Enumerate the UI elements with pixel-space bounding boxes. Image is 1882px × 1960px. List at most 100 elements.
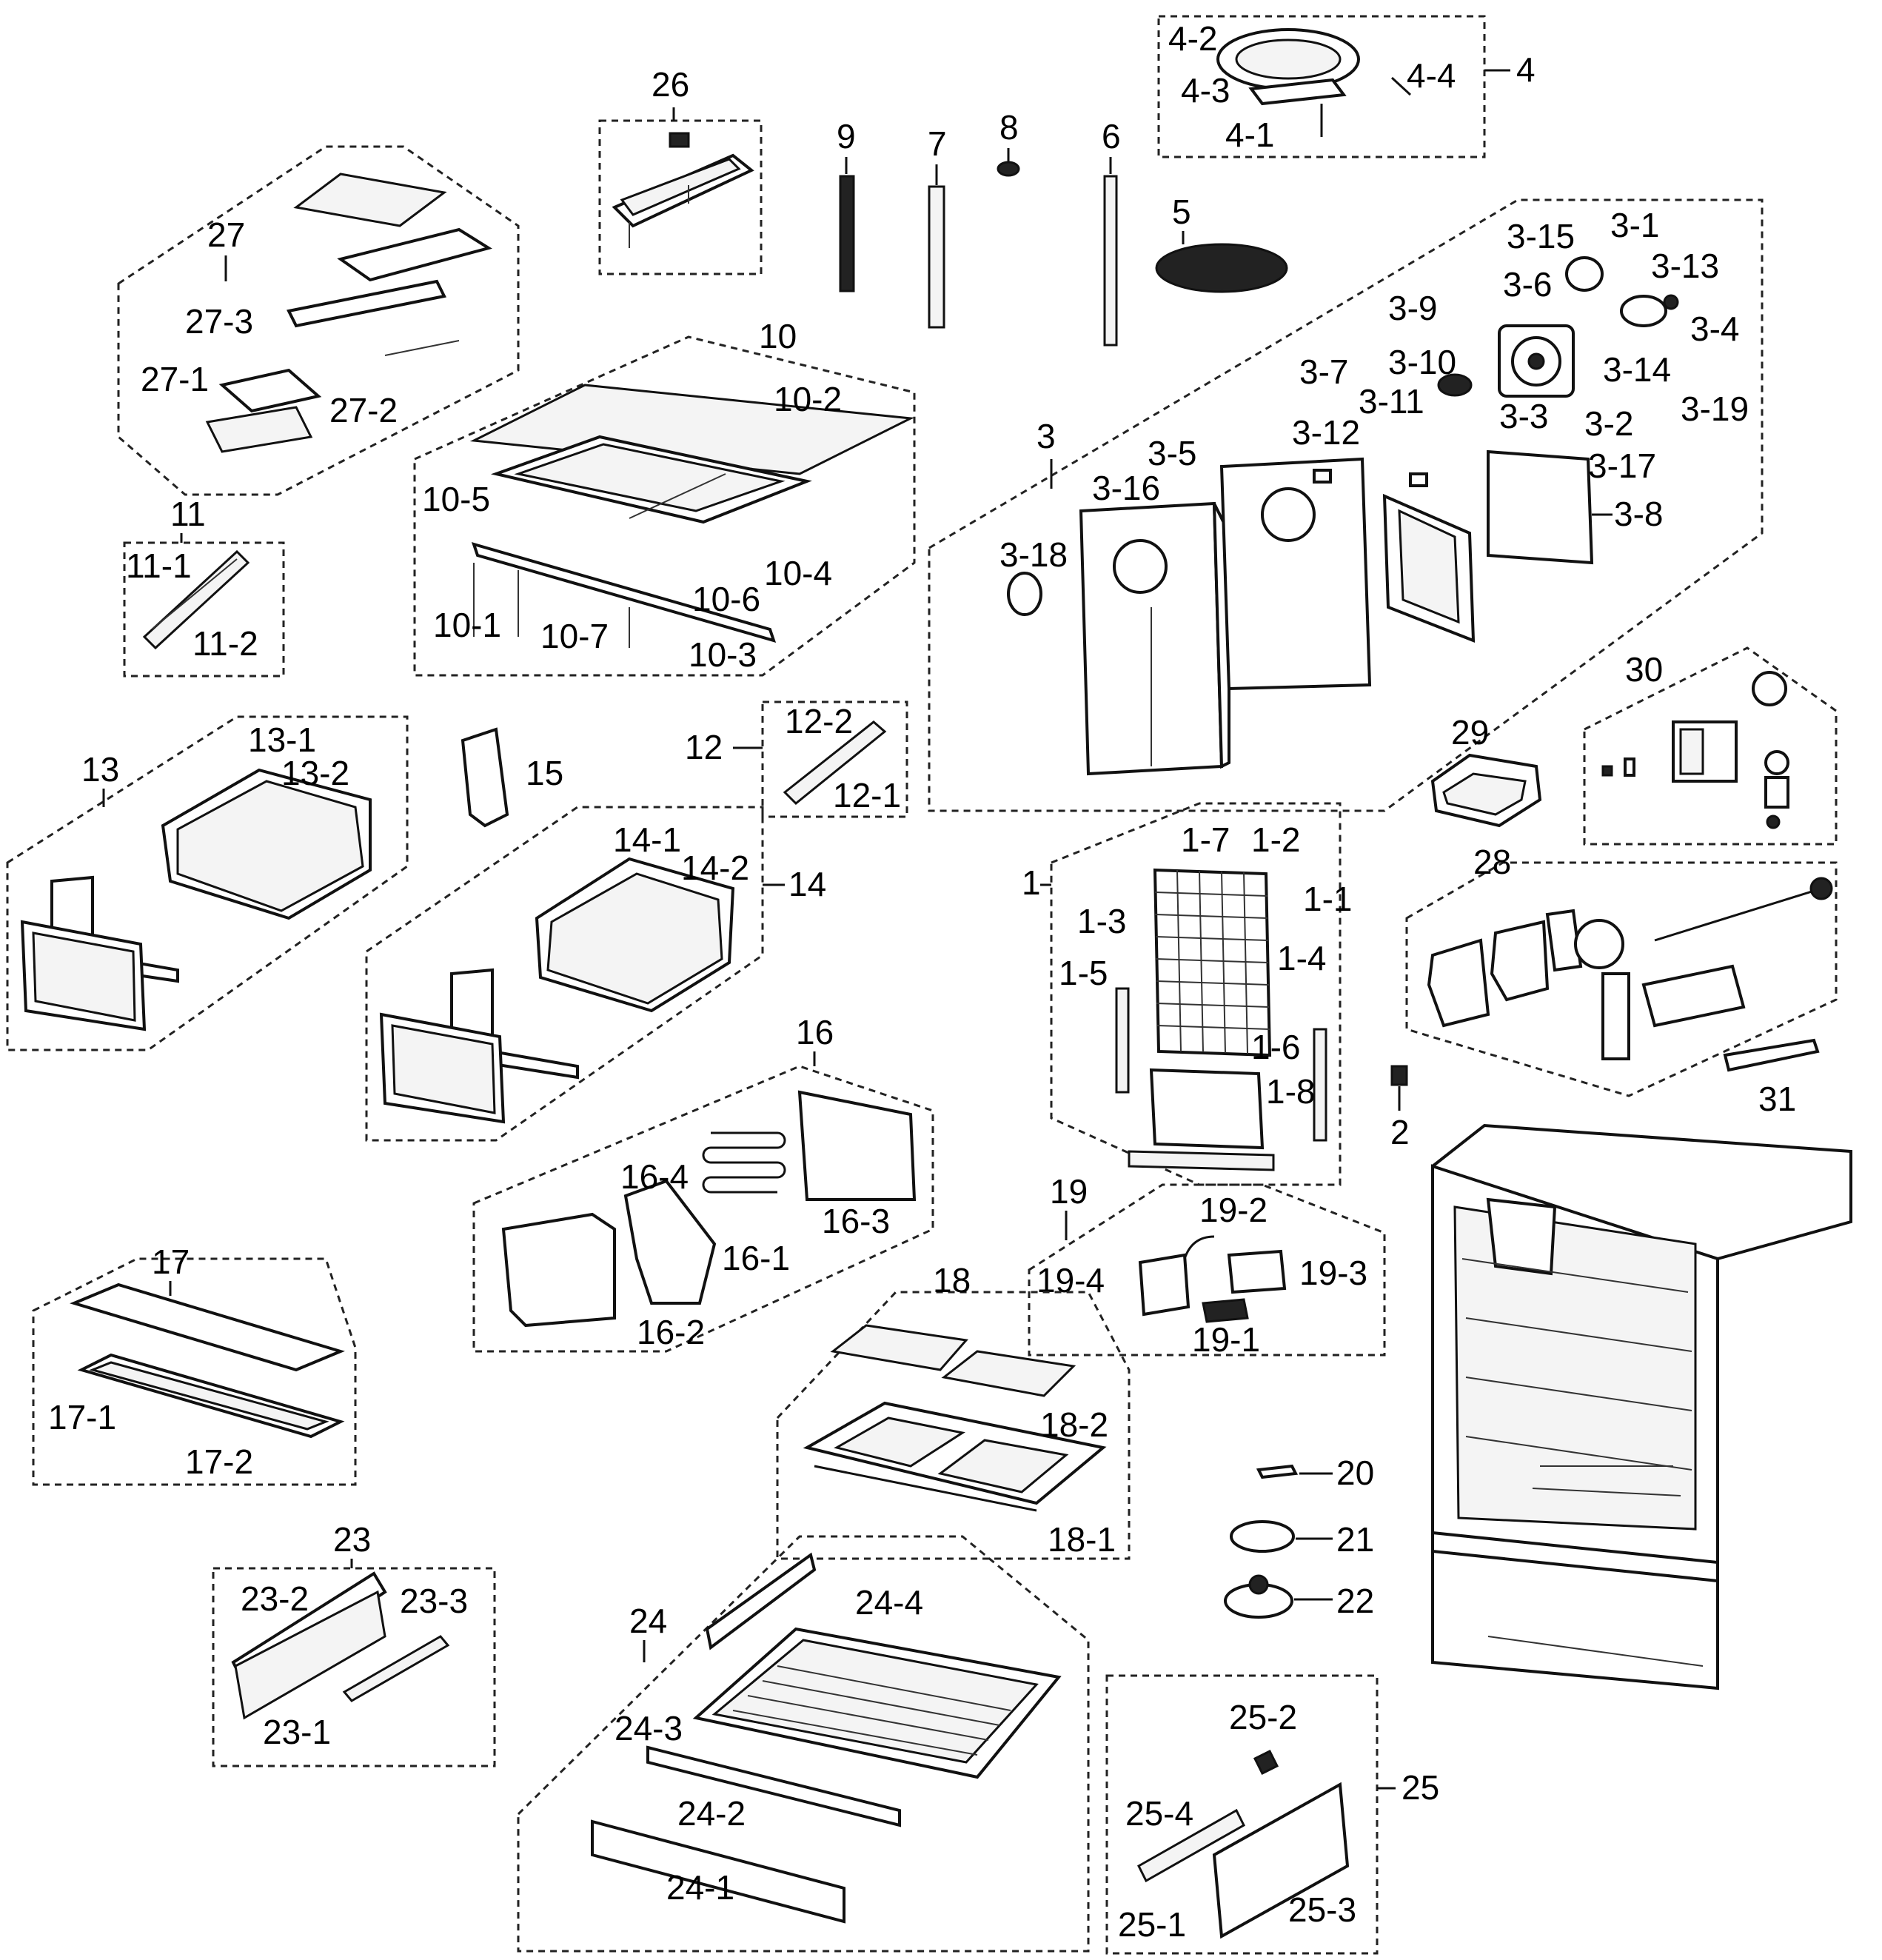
group-1: 1 1-7 1-2 1-3 1-1 1-4 1-5 1-6 1-8 xyxy=(1022,802,1352,1186)
label-10-5: 10-5 xyxy=(422,480,490,518)
label-10: 10 xyxy=(759,317,797,355)
label-13: 13 xyxy=(81,750,119,789)
label-11: 11 xyxy=(170,495,206,533)
group-19: 19 19-2 19-3 19-4 19-1 xyxy=(1028,1172,1386,1359)
parts-9-5: 9 7 8 6 5 xyxy=(837,108,1288,347)
label-2: 2 xyxy=(1390,1113,1410,1151)
label-29: 29 xyxy=(1451,713,1489,752)
label-1-6: 1-6 xyxy=(1251,1028,1300,1066)
label-19-1: 19-1 xyxy=(1192,1320,1260,1359)
label-10-3: 10-3 xyxy=(689,635,757,674)
label-1-5: 1-5 xyxy=(1059,954,1108,992)
label-3-5: 3-5 xyxy=(1148,434,1196,472)
group-25: 25-2 25-4 25 25-1 25-3 xyxy=(1105,1674,1439,1955)
label-25: 25 xyxy=(1402,1768,1439,1807)
label-3-2: 3-2 xyxy=(1584,404,1633,443)
label-18-2: 18-2 xyxy=(1040,1405,1108,1444)
label-6: 6 xyxy=(1102,117,1121,155)
label-18-1: 18-1 xyxy=(1048,1520,1116,1559)
label-31: 31 xyxy=(1758,1080,1796,1118)
group-27: 27 27-3 27-1 27-2 xyxy=(117,145,520,496)
label-4: 4 xyxy=(1516,50,1536,89)
label-18: 18 xyxy=(933,1261,971,1300)
label-7: 7 xyxy=(928,124,947,163)
label-14-1: 14-1 xyxy=(613,820,681,859)
label-23-1: 23-1 xyxy=(263,1713,331,1751)
label-22: 22 xyxy=(1336,1582,1374,1620)
group-11: 11 11-1 11-2 xyxy=(123,495,285,678)
evaporator-grid xyxy=(1154,869,1270,1054)
label-14: 14 xyxy=(788,865,826,903)
group-10: 10 10-2 10-5 10-4 10-6 10-1 10-7 10-3 xyxy=(413,317,916,677)
label-3-1: 3-1 xyxy=(1610,206,1659,244)
label-1-8: 1-8 xyxy=(1266,1072,1315,1111)
label-3: 3 xyxy=(1037,417,1056,455)
label-13-2: 13-2 xyxy=(281,754,349,792)
label-3-4: 3-4 xyxy=(1690,310,1739,348)
part-31: 31 xyxy=(1723,1038,1820,1118)
group-3: 3 3-15 3-1 3-13 3-6 3-9 3-4 3-7 3-10 3-1… xyxy=(928,198,1764,812)
label-12-2: 12-2 xyxy=(785,702,853,740)
label-23-2: 23-2 xyxy=(241,1579,309,1618)
label-3-15: 3-15 xyxy=(1507,217,1575,255)
label-3-13: 3-13 xyxy=(1651,247,1719,285)
label-19-3: 19-3 xyxy=(1299,1254,1367,1292)
label-25-4: 25-4 xyxy=(1125,1794,1193,1833)
group-30: 30 xyxy=(1583,646,1838,846)
label-9: 9 xyxy=(837,117,856,155)
label-13-1: 13-1 xyxy=(248,720,316,759)
label-3-16: 3-16 xyxy=(1092,469,1160,507)
label-20: 20 xyxy=(1336,1454,1374,1492)
parts-20-22: 20 21 22 xyxy=(1224,1454,1374,1620)
label-4-4: 4-4 xyxy=(1407,56,1456,95)
label-12-1: 12-1 xyxy=(833,776,901,815)
group-26: 26 xyxy=(598,65,763,275)
label-17-2: 17-2 xyxy=(185,1442,253,1481)
label-19: 19 xyxy=(1050,1172,1088,1211)
label-16: 16 xyxy=(796,1013,834,1051)
label-4-3: 4-3 xyxy=(1181,71,1230,110)
label-24: 24 xyxy=(629,1602,667,1640)
label-3-10: 3-10 xyxy=(1388,343,1456,381)
group-16: 16 16-4 16-3 16-1 16-2 xyxy=(472,1013,934,1353)
group-23: 23 23-2 23-3 23-1 xyxy=(212,1520,496,1767)
group-12: 12 12-2 12-1 xyxy=(685,700,908,818)
label-25-1: 25-1 xyxy=(1118,1905,1186,1944)
label-24-1: 24-1 xyxy=(666,1868,734,1907)
label-16-2: 16-2 xyxy=(637,1313,705,1351)
label-16-4: 16-4 xyxy=(620,1157,689,1196)
label-30: 30 xyxy=(1625,650,1663,689)
label-11-1: 11-1 xyxy=(126,546,192,585)
label-14-2: 14-2 xyxy=(681,849,749,887)
label-21: 21 xyxy=(1336,1520,1374,1559)
label-17-1: 17-1 xyxy=(48,1398,116,1436)
group-13: 13 13-1 13-2 xyxy=(6,715,409,1051)
group-14: 14-1 14-2 14 xyxy=(365,806,826,1142)
label-10-6: 10-6 xyxy=(692,580,760,618)
label-1-3: 1-3 xyxy=(1077,902,1126,940)
label-16-3: 16-3 xyxy=(822,1202,890,1240)
part-29: 29 xyxy=(1430,713,1542,828)
label-28: 28 xyxy=(1473,843,1511,881)
label-10-4: 10-4 xyxy=(764,554,832,592)
part-15: 15 xyxy=(461,727,563,828)
label-27-2: 27-2 xyxy=(329,391,398,429)
label-4-2: 4-2 xyxy=(1168,19,1217,58)
label-1: 1 xyxy=(1022,863,1041,902)
label-27: 27 xyxy=(207,215,245,254)
group-24: 24 24-4 24-3 24-2 24-1 xyxy=(517,1535,1090,1953)
label-8: 8 xyxy=(999,108,1019,147)
label-3-9: 3-9 xyxy=(1388,289,1437,327)
label-3-6: 3-6 xyxy=(1503,265,1552,304)
label-3-3: 3-3 xyxy=(1499,397,1548,435)
label-5: 5 xyxy=(1172,193,1191,231)
part-2: 2 xyxy=(1390,1065,1410,1151)
label-23: 23 xyxy=(333,1520,371,1559)
label-3-7: 3-7 xyxy=(1299,352,1348,391)
label-10-7: 10-7 xyxy=(540,617,609,655)
label-25-2: 25-2 xyxy=(1229,1698,1297,1736)
label-24-3: 24-3 xyxy=(615,1709,683,1747)
label-27-1: 27-1 xyxy=(141,360,209,398)
label-1-1: 1-1 xyxy=(1303,880,1352,918)
label-25-3: 25-3 xyxy=(1288,1890,1356,1929)
